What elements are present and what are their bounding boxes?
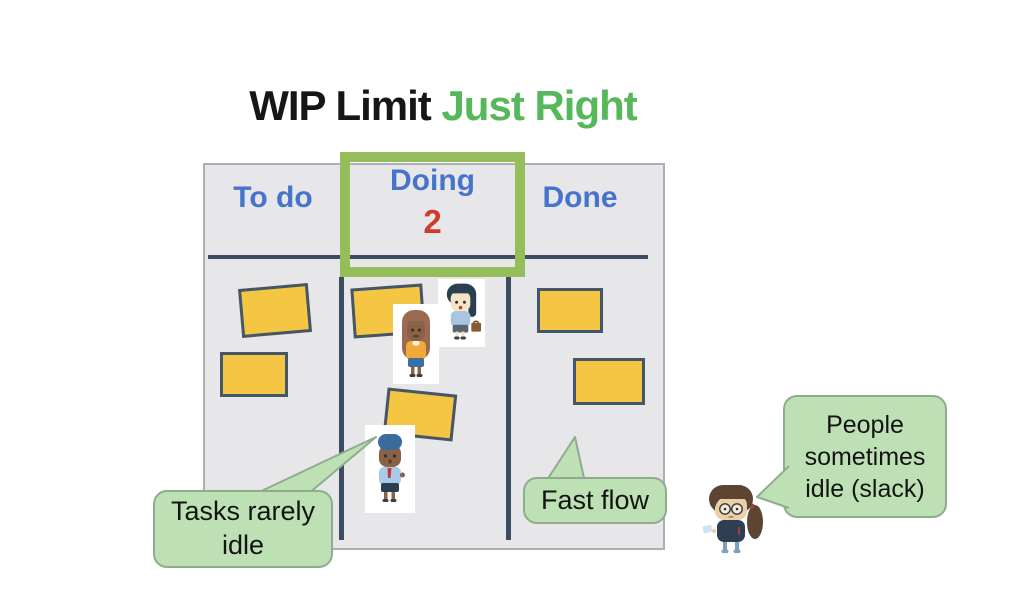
column-divider-todo-doing	[339, 277, 344, 540]
bubble-line: Tasks rarely	[170, 496, 316, 527]
column-divider-doing-done	[506, 277, 511, 540]
tasks-rarely-idle-bubble: Tasks rarely idle	[153, 490, 333, 568]
column-header-done: Done	[542, 181, 618, 214]
people-idle-bubble: People sometimes idle (slack)	[783, 395, 947, 518]
sticky-note-todo-1	[237, 283, 313, 338]
column-header-doing: Doing	[390, 164, 475, 197]
wip-limit-value: 2	[423, 203, 442, 240]
board-header-divider	[208, 255, 648, 259]
slide-title: WIP Limit Just Right	[0, 82, 886, 130]
wip-limit-highlight-box	[340, 152, 525, 277]
sticky-note-done-2	[573, 358, 645, 405]
column-header-todo: To do	[233, 181, 313, 214]
slide-title-prefix: WIP Limit	[249, 82, 432, 129]
sticky-note-todo-2	[220, 352, 288, 397]
fast-flow-bubble: Fast flow	[523, 477, 667, 524]
people-bubble-tail	[756, 465, 790, 509]
bubble-line: People	[826, 410, 904, 439]
bubble-line: idle	[221, 530, 265, 560]
worker-longhair-woman-icon	[393, 304, 439, 384]
observer-ponytail-girl-icon	[702, 480, 768, 564]
bubble-line: sometimes	[804, 442, 926, 471]
worker-bob-woman-icon	[438, 279, 485, 347]
tasks-bubble-tail	[254, 436, 377, 495]
fast-flow-bubble-tail	[544, 436, 586, 484]
bubble-line: Fast flow	[540, 485, 650, 515]
sticky-note-done-1	[537, 288, 603, 333]
slide-title-highlight: Just Right	[441, 82, 637, 129]
bubble-line: idle (slack)	[805, 474, 925, 503]
